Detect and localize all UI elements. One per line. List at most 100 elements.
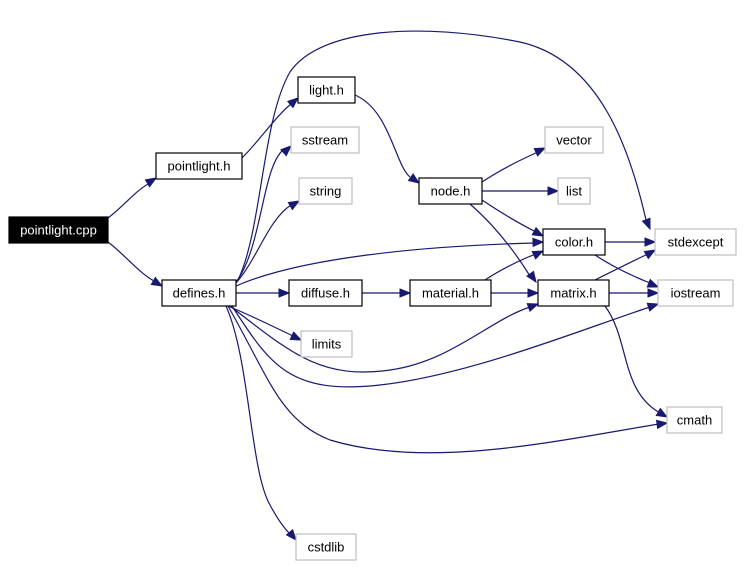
- arrowhead-icon: [647, 288, 660, 298]
- edge-line: [237, 30, 647, 281]
- edge-light_h-to-node_h: [354, 94, 421, 184]
- edge-line: [229, 305, 531, 373]
- edge-line: [225, 305, 291, 535]
- edge-line: [227, 305, 660, 454]
- node-cstdlib: cstdlib: [295, 533, 357, 561]
- node-box: [409, 279, 492, 307]
- edge-material_h-to-color_h: [484, 250, 545, 281]
- arrowhead-icon: [286, 97, 300, 109]
- edge-defines_h-to-string: [235, 200, 301, 284]
- node-color-h[interactable]: color.h: [542, 228, 606, 256]
- arrowhead-icon: [531, 226, 545, 237]
- edge-line: [481, 199, 537, 233]
- edge-line: [354, 94, 411, 178]
- edge-defines_h-to-stdexcept: [237, 30, 651, 281]
- node-label: light.h: [309, 83, 344, 98]
- edge-matrix_h-to-cmath: [604, 305, 669, 418]
- node-light-h[interactable]: light.h: [297, 76, 356, 104]
- node-string: string: [298, 177, 353, 205]
- node-cmath: cmath: [666, 406, 723, 434]
- node-label: list: [566, 184, 582, 199]
- node-material-h[interactable]: material.h: [409, 279, 492, 307]
- arrowhead-icon: [526, 303, 540, 313]
- arrowhead-icon: [526, 270, 537, 284]
- arrowhead-icon: [655, 419, 669, 430]
- arrowhead-icon: [287, 200, 301, 211]
- node-diffuse-h[interactable]: diffuse.h: [288, 279, 363, 307]
- arrowhead-icon: [278, 288, 291, 298]
- edge-node_h-to-list: [482, 186, 560, 196]
- node-iostream: iostream: [657, 279, 734, 307]
- node-box: [300, 330, 353, 358]
- node-box: [544, 126, 604, 154]
- node-pointlight-h[interactable]: pointlight.h: [155, 152, 243, 180]
- node-box: [557, 177, 591, 205]
- arrowhead-icon: [655, 407, 669, 418]
- edge-pointlight_cpp-to-defines_h: [107, 241, 164, 287]
- edge-line: [227, 305, 294, 337]
- edge-line: [235, 149, 284, 283]
- edge-line: [484, 253, 537, 281]
- node-box: [657, 279, 734, 307]
- node-box: [537, 279, 610, 307]
- edge-line: [469, 203, 531, 277]
- arrowhead-icon: [644, 237, 657, 247]
- node-box: [155, 152, 243, 180]
- edge-matrix_h-to-stdexcept: [594, 249, 657, 281]
- node-box: [666, 406, 723, 434]
- node-label: vector: [556, 133, 592, 148]
- node-box: [161, 279, 237, 307]
- edge-defines_h-to-iostream: [231, 302, 660, 388]
- arrowhead-icon: [150, 276, 164, 287]
- arrowhead-icon: [280, 145, 293, 157]
- node-defines-h[interactable]: defines.h: [161, 279, 237, 307]
- node-label: string: [310, 184, 342, 199]
- edge-line: [235, 242, 536, 287]
- edge-defines_h-to-color_h: [235, 237, 545, 287]
- node-stdexcept: stdexcept: [654, 228, 737, 256]
- edge-line: [107, 182, 151, 219]
- edge-defines_h-to-limits: [227, 305, 303, 341]
- node-label: defines.h: [173, 286, 226, 301]
- edge-diffuse_h-to-material_h: [362, 288, 412, 298]
- node-node-h[interactable]: node.h: [418, 177, 483, 205]
- arrowhead-icon: [531, 250, 545, 260]
- edge-line: [594, 254, 651, 284]
- node-label: cmath: [677, 413, 712, 428]
- edge-pointlight_cpp-to-pointlight_h: [107, 177, 158, 219]
- edge-line: [604, 305, 661, 414]
- edge-line: [594, 253, 649, 281]
- arrowhead-icon: [407, 173, 421, 184]
- edge-line: [481, 151, 539, 183]
- arrowhead-icon: [532, 237, 545, 248]
- node-box: [295, 533, 357, 561]
- node-label: node.h: [431, 184, 471, 199]
- edge-defines_h-to-cstdlib: [225, 305, 297, 542]
- node-box: [654, 228, 737, 256]
- node-box: [8, 216, 109, 244]
- node-box: [297, 76, 356, 104]
- arrowhead-icon: [144, 177, 158, 188]
- arrowhead-icon: [289, 331, 303, 341]
- arrowhead-icon: [285, 528, 297, 542]
- edge-matrix_h-to-iostream: [609, 288, 660, 298]
- edge-node_h-to-color_h: [481, 199, 545, 237]
- node-matrix-h[interactable]: matrix.h: [537, 279, 610, 307]
- node-box: [542, 228, 606, 256]
- node-vector: vector: [544, 126, 604, 154]
- node-label: iostream: [671, 286, 721, 301]
- arrowhead-icon: [643, 249, 657, 260]
- node-box: [290, 126, 360, 154]
- arrowhead-icon: [527, 288, 540, 298]
- node-label: diffuse.h: [301, 286, 350, 301]
- node-box: [288, 279, 363, 307]
- node-label: sstream: [302, 133, 348, 148]
- edge-line: [231, 305, 651, 388]
- node-box: [298, 177, 353, 205]
- edge-defines_h-to-matrix_h: [229, 303, 540, 373]
- node-label: pointlight.h: [168, 159, 231, 174]
- edge-line: [241, 103, 292, 159]
- node-sstream: sstream: [290, 126, 360, 154]
- edge-defines_h-to-cmath: [227, 305, 669, 454]
- node-pointlight-cpp[interactable]: pointlight.cpp: [8, 216, 109, 244]
